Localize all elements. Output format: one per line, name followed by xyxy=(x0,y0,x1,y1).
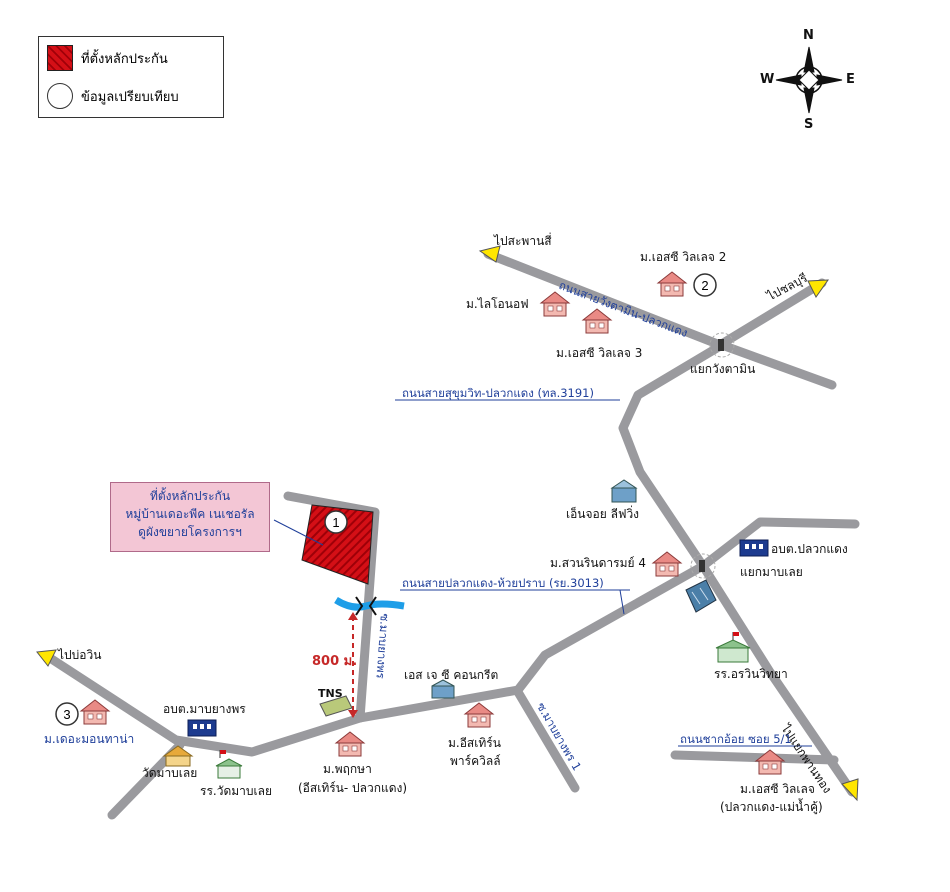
label-school-arin: รร.อรวินวิทยา xyxy=(714,667,788,681)
label-suan-rindaram: ม.สวนรินดารมย์ 4 xyxy=(550,556,647,570)
direction-arrows xyxy=(36,245,859,802)
arrow-to-phan-thong xyxy=(841,778,859,802)
label-road-khao-oi: ถนนชากอ้อย ซอย 5/1 xyxy=(680,732,792,746)
label-eastern-park-1: ม.อีสเทิร์น xyxy=(448,736,501,750)
legend-row-collateral: ที่ตั้งหลักประกัน xyxy=(47,45,168,71)
arrow-to-chonburi xyxy=(807,279,830,298)
house-icon xyxy=(464,702,494,728)
house-icon xyxy=(540,291,570,317)
callout-line-1: ที่ตั้งหลักประกัน xyxy=(149,489,231,503)
pointer-lines xyxy=(273,399,812,747)
label-pruksa-1: ม.พฤกษา xyxy=(323,762,372,776)
label-eastern-park-2: พาร์ควิลล์ xyxy=(450,754,501,768)
road-soi-map-yang-phon-1 xyxy=(513,687,580,793)
label-sc-village-1b: (ปลวกแดง-แม่น้ำคู้) xyxy=(720,800,823,814)
obt-pluak-daeng-building-icon xyxy=(739,539,769,557)
label-enjoy-living: เอ็นจอย ลีฟวิ่ง xyxy=(566,507,640,521)
label-junction-wang-ta-min: แยกวังตามิน xyxy=(690,362,756,376)
school-arin-icon xyxy=(715,632,751,663)
compass-north: N xyxy=(803,28,814,43)
map-legend: ที่ตั้งหลักประกัน ข้อมูลเปรียบเทียบ xyxy=(38,36,224,118)
label-lifelong: ม.ไลโอนอฟ xyxy=(466,297,529,311)
legend-collateral-label: ที่ตั้งหลักประกัน xyxy=(81,51,168,67)
compass-south: S xyxy=(804,117,814,132)
compass-east: E xyxy=(846,72,855,87)
comparison-circle-icon xyxy=(47,83,73,109)
temple-icon xyxy=(162,745,194,767)
label-pruksa-2: (อีสเทิร์น- ปลวกแดง) xyxy=(298,781,408,795)
label-junction-map-loei: แยกมาบเลย xyxy=(740,565,803,579)
school-wat-map-loei-icon xyxy=(215,750,243,779)
house-icon xyxy=(80,699,110,725)
marker-3-number: 3 xyxy=(63,707,70,722)
arrow-to-saphan-si xyxy=(478,245,501,263)
junction-wang-ta-min xyxy=(709,332,735,358)
house-icon xyxy=(335,731,365,757)
collateral-swatch-icon xyxy=(47,45,73,71)
water-canal xyxy=(334,596,405,611)
house-icon xyxy=(652,551,682,577)
label-montana: ม.เดอะมอนทาน่า xyxy=(44,732,135,746)
label-obt-map-yang-phon: อบต.มาบยางพร xyxy=(163,702,246,716)
marker-2: 2 xyxy=(693,273,717,297)
marker-3: 3 xyxy=(55,702,79,726)
label-school-wat-map-loei: รร.วัดมาบเลย xyxy=(200,784,272,798)
road-pluak-daeng-east xyxy=(698,517,860,571)
road-soi-map-yang-phon xyxy=(283,491,380,723)
marker-1: 1 xyxy=(324,510,348,534)
enjoy-living-building-icon xyxy=(610,479,638,503)
collateral-callout: ที่ตั้งหลักประกัน หมู่บ้านเดอะพีค เนเชอร… xyxy=(110,482,270,552)
label-road-sukhumvit: ถนนสายสุขุมวิท-ปลวกแดง (ทล.3191) xyxy=(402,386,594,400)
label-sc-village-2: ม.เอสซี วิลเลจ 2 xyxy=(640,250,727,264)
label-road-pluak-daeng: ถนนสายปลวกแดง-ห้วยปราบ (รย.3013) xyxy=(402,576,604,590)
road-to-phan-thong xyxy=(698,561,857,797)
label-obt-pluak-daeng: อบต.ปลวกแดง xyxy=(771,542,848,556)
road-khao-oi xyxy=(670,750,839,765)
distance-label: 800 ม. xyxy=(312,654,358,669)
callout-line-3: ดูผังขยายโครงการฯ xyxy=(138,525,242,539)
arrow-to-bo-win xyxy=(36,649,57,667)
compass-west: W xyxy=(760,72,775,87)
distance-indicator xyxy=(348,612,358,718)
legend-row-comparison: ข้อมูลเปรียบเทียบ xyxy=(47,83,179,109)
legend-comparison-label: ข้อมูลเปรียบเทียบ xyxy=(81,89,179,105)
marker-1-number: 1 xyxy=(332,515,339,530)
marker-2-number: 2 xyxy=(701,278,708,293)
obt-map-yang-phon-building-icon xyxy=(187,719,217,737)
road-sukhumvit xyxy=(618,340,727,571)
compass-rose-icon xyxy=(775,46,843,114)
label-sc-village-1: ม.เอสซี วิลเลจ xyxy=(740,782,815,796)
label-sc-village-3: ม.เอสซี วิลเลจ 3 xyxy=(556,346,643,360)
bridge-icon xyxy=(355,596,377,616)
junction-map-loei xyxy=(690,553,716,579)
road-to-east xyxy=(717,340,837,390)
house-icon xyxy=(657,271,687,297)
label-to-bo-win: ไปบ่อวิน xyxy=(58,648,102,662)
house-icon xyxy=(582,308,612,334)
tns-building-icon xyxy=(319,695,353,717)
sj-concrete-building-icon xyxy=(431,679,455,699)
factory-building-icon xyxy=(685,579,717,613)
label-wat-map-loei: วัดมาบเลย xyxy=(142,766,198,780)
label-tns: TNS xyxy=(318,687,343,700)
collateral-plot xyxy=(301,504,374,585)
traffic-light-icon xyxy=(718,339,724,351)
label-to-saphan-si: ไปสะพานสี่ xyxy=(494,234,552,248)
label-sj-concrete: เอส เจ ซี คอนกรีต xyxy=(404,668,499,682)
callout-line-2: หมู่บ้านเดอะพีค เนเชอรัล xyxy=(125,507,255,521)
traffic-light-icon xyxy=(699,560,705,572)
road-network xyxy=(45,249,860,820)
